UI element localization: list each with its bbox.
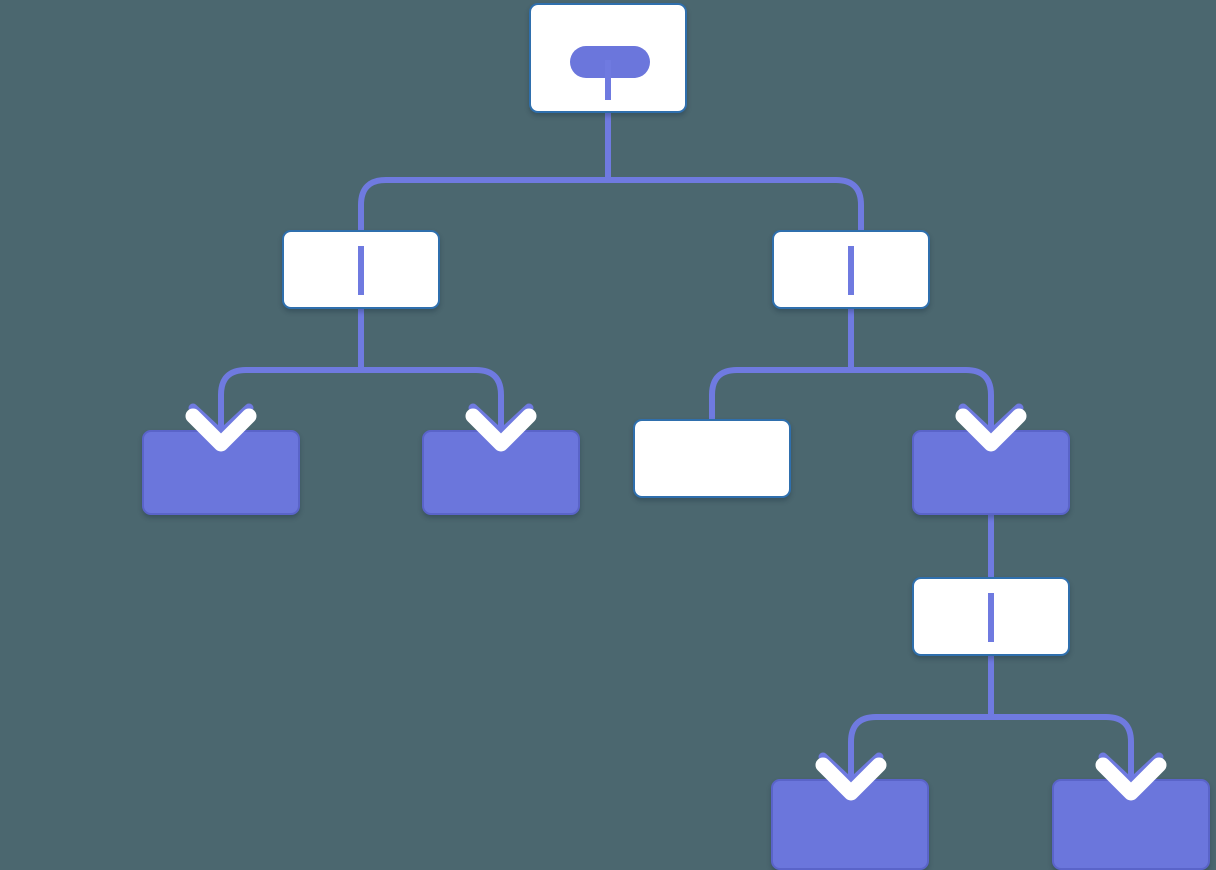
tree-node-left-branch[interactable] [282,230,440,309]
tree-node-middle-white[interactable] [633,419,791,498]
tree-node-sub-branch[interactable] [912,577,1070,656]
tree-node-leaf-5[interactable] [1052,779,1210,870]
tree-node-root[interactable] [529,3,687,113]
tree-node-leaf-4[interactable] [771,779,929,870]
tree-node-leaf-3[interactable] [912,430,1070,515]
root-label-pill [570,46,650,78]
tree-node-right-branch[interactable] [772,230,930,309]
tree-node-leaf-2[interactable] [422,430,580,515]
tree-node-leaf-1[interactable] [142,430,300,515]
